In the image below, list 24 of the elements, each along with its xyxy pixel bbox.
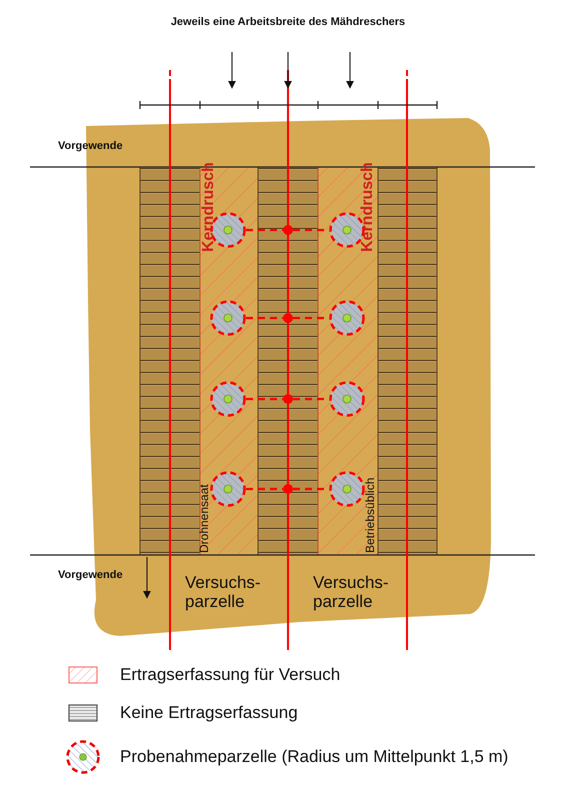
strip-label: Kerndrusch: [200, 162, 218, 252]
dashed-connector: [246, 488, 283, 490]
title: Jeweils eine Arbeitsbreite des Mähdreschers: [170, 16, 406, 29]
center-point: [283, 394, 293, 404]
legend-text: Probenahmeparzelle (Radius um Mittelpunkt 1,5 m): [120, 747, 508, 767]
strip-label: Kerndrusch: [359, 162, 377, 252]
sample-plot-circle: [210, 300, 246, 336]
sample-plot-circle: [210, 381, 246, 417]
plot-label: Versuchs- parzelle: [185, 574, 262, 612]
sample-plot-circle: [329, 300, 365, 336]
center-point: [283, 313, 293, 323]
sample-plot-circle: [329, 471, 365, 507]
strip-label: Betriebsüblich: [364, 478, 378, 553]
dashed-connector: [246, 228, 283, 232]
sample-plot-circle: [329, 381, 365, 417]
legend-text: Keine Ertragserfassung: [120, 703, 298, 723]
legend-text: Ertragserfassung für Versuch: [120, 665, 340, 685]
strip-label: Drohnensaat: [198, 484, 212, 553]
plot-label: Versuchs- parzelle: [313, 574, 390, 612]
dashed-connector: [246, 316, 283, 320]
center-point: [283, 225, 293, 235]
dashed-connector: [246, 398, 283, 400]
center-point: [283, 484, 293, 494]
sample-plot-circle: [210, 471, 246, 507]
